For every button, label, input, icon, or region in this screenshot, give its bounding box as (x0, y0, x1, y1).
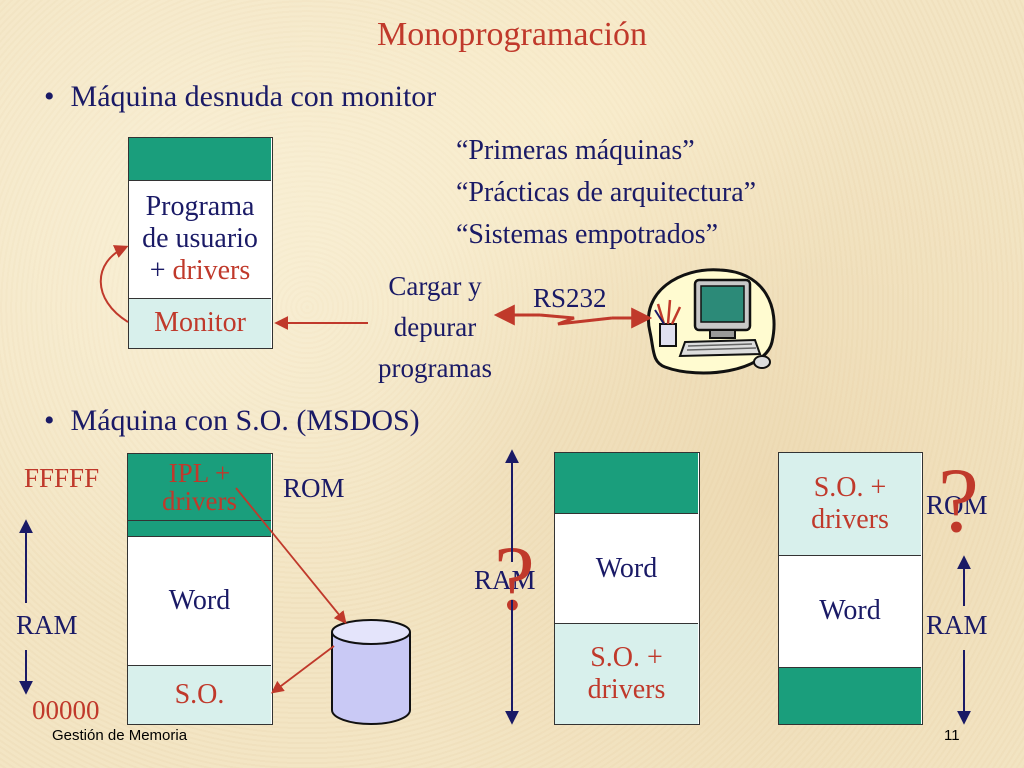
bullet-text: Máquina con S.O. (MSDOS) (70, 404, 420, 437)
ipl-line1: IPL + (168, 458, 231, 488)
os-line2: drivers (811, 504, 889, 535)
load-line3: programas (378, 353, 492, 383)
ipl-divider-strip (128, 520, 271, 537)
word-region: Word (819, 594, 881, 626)
monitor-loop-arrow (99, 245, 129, 323)
question-mark: ? (938, 449, 979, 551)
os-region: S.O. (128, 665, 271, 724)
drivers-word: drivers (172, 255, 251, 287)
word-region: Word (168, 584, 231, 616)
ipl-line2: drivers (162, 486, 237, 516)
quotes-list: “Primeras máquinas” “Prácticas de arquit… (456, 130, 756, 256)
free-region (779, 667, 921, 724)
bullet-text: Máquina desnuda con monitor (70, 80, 437, 113)
quote-item: “Sistemas empotrados” (456, 219, 719, 250)
rom-label: ROM (926, 490, 988, 520)
page-number: 11 (944, 727, 960, 744)
address-ffff-label: FFFFF (24, 463, 100, 493)
quote-item: “Prácticas de arquitectura” (456, 177, 757, 208)
question-mark: ? (494, 527, 535, 629)
ram-label: RAM (16, 610, 78, 640)
program-label-line3: + drivers (150, 255, 251, 287)
disk-to-os-arrow (270, 645, 335, 694)
load-debug-label: Cargar y depurar programas (352, 266, 518, 389)
plus-sign: + (149, 255, 173, 287)
os-line1: S.O. + (590, 641, 663, 673)
address-zero-label: 00000 (32, 695, 100, 725)
free-region (555, 453, 698, 514)
memory-block-msdos: IPL + drivers Word S.O. (127, 453, 273, 725)
memory-block-os-top: S.O. + drivers Word (778, 452, 923, 725)
load-line1: Cargar y (388, 271, 482, 301)
monitor-region: Monitor (129, 298, 271, 348)
os-line1: S.O. + (813, 471, 887, 503)
rs232-label: RS232 (533, 283, 607, 313)
bullet-dot: • (44, 404, 55, 437)
program-label-line2: de usuario (142, 222, 258, 254)
load-line2: depurar (393, 312, 477, 342)
quote-item: “Primeras máquinas” (456, 135, 695, 166)
footer-title: Gestión de Memoria (52, 727, 188, 744)
disk-icon (331, 619, 411, 725)
memory-block-os-bottom: Word S.O. + drivers (554, 452, 700, 725)
program-label-line1: Programa (145, 190, 255, 222)
bullet-bare-machine: • Máquina desnuda con monitor (44, 80, 436, 114)
bullet-dot: • (44, 80, 55, 113)
slide-title: Monoprogramación (376, 16, 648, 53)
rs232-zigzag (539, 313, 613, 326)
memory-block-bare: Programa de usuario + drivers Monitor (128, 137, 273, 349)
bullet-os-machine: • Máquina con S.O. (MSDOS) (44, 404, 420, 438)
ram-label: RAM (926, 610, 988, 640)
rom-label: ROM (283, 473, 345, 503)
ipl-drivers-region: IPL + drivers (128, 454, 271, 520)
user-program-region: Programa de usuario + drivers (129, 180, 271, 298)
os-region: S.O. + drivers (555, 623, 698, 724)
os-line2: drivers (587, 674, 666, 705)
memory-free-region (129, 138, 271, 181)
os-region: S.O. + drivers (779, 453, 921, 556)
computer-icon (647, 268, 776, 375)
ram-label: RAM (474, 565, 536, 595)
word-region: Word (595, 553, 658, 584)
